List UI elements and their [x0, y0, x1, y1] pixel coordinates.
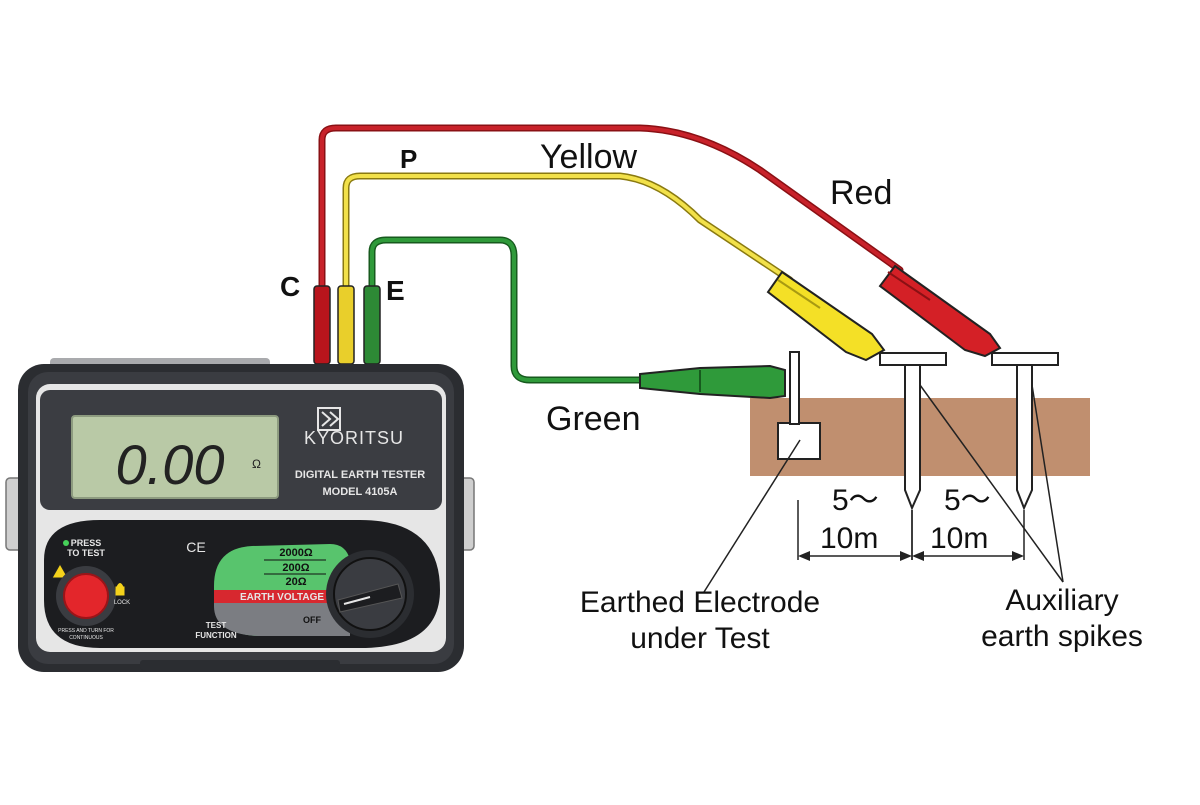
model-number: MODEL 4105A — [323, 486, 398, 498]
earth-voltage-strip — [214, 590, 350, 603]
press-to-test-line1: PRESS — [71, 538, 102, 548]
auxiliary-spike-2 — [991, 352, 1059, 511]
lock-label: LOCK — [114, 600, 130, 606]
test-function-line1: TEST — [206, 621, 227, 630]
ce-mark: CE — [186, 539, 205, 555]
yellow-clip — [766, 270, 886, 362]
product-name: DIGITAL EARTH TESTER — [295, 469, 425, 481]
green-clip — [639, 364, 786, 400]
display-unit: Ω — [252, 457, 261, 471]
press-to-test-line2: TO TEST — [67, 548, 105, 558]
auxiliary-spike-1 — [879, 352, 947, 511]
continuous-note-line1: PRESS AND TURN FOR — [58, 628, 114, 634]
earth-voltage-label: EARTH VOLTAGE — [240, 592, 324, 603]
warning-icon — [51, 562, 69, 579]
brand-logo — [317, 407, 341, 431]
test-button[interactable] — [63, 573, 109, 619]
spike-callout-line-1 — [919, 384, 1064, 583]
distance-2-bottom: 10m — [930, 522, 988, 555]
earthed-electrode-post — [789, 351, 800, 425]
continuous-note-line2: CONTINUOUS — [69, 635, 103, 641]
lcd-display — [71, 415, 279, 499]
distance-2-top: 5～ — [944, 484, 991, 517]
label-c: C — [280, 271, 300, 302]
green-wire — [368, 236, 644, 384]
label-yellow: Yellow — [540, 138, 637, 176]
brand-name: KYORITSU — [304, 428, 404, 448]
electrode-callout-line1: Earthed Electrode — [580, 586, 820, 619]
off-label: OFF — [303, 615, 321, 625]
distance-marker-2 — [911, 510, 1025, 561]
spikes-callout-line1: Auxiliary — [1005, 584, 1118, 617]
range-20: 20Ω — [285, 576, 306, 588]
display-value: 0.00 — [116, 433, 225, 496]
range-200: 200Ω — [282, 562, 309, 574]
terminal-plugs — [313, 285, 381, 365]
earth-tester-device: 0.00 Ω KYORITSU DIGITAL EARTH TESTER MOD… — [5, 358, 475, 672]
spike-callout-line-2 — [1031, 384, 1064, 583]
test-function-line2: FUNCTION — [195, 631, 237, 640]
spikes-callout-line2: earth spikes — [981, 620, 1143, 653]
distance-1-top: 5～ — [832, 484, 879, 517]
label-red: Red — [830, 174, 892, 212]
label-p: P — [400, 144, 417, 174]
lock-icon — [115, 583, 125, 596]
red-clip — [878, 264, 1002, 358]
label-green: Green — [546, 400, 641, 438]
electrode-callout-line2: under Test — [630, 622, 770, 655]
range-2000: 2000Ω — [279, 547, 312, 559]
electrode-callout-line — [703, 439, 801, 593]
label-e: E — [386, 275, 405, 306]
distance-1-bottom: 10m — [820, 522, 878, 555]
test-indicator-led — [63, 540, 69, 546]
